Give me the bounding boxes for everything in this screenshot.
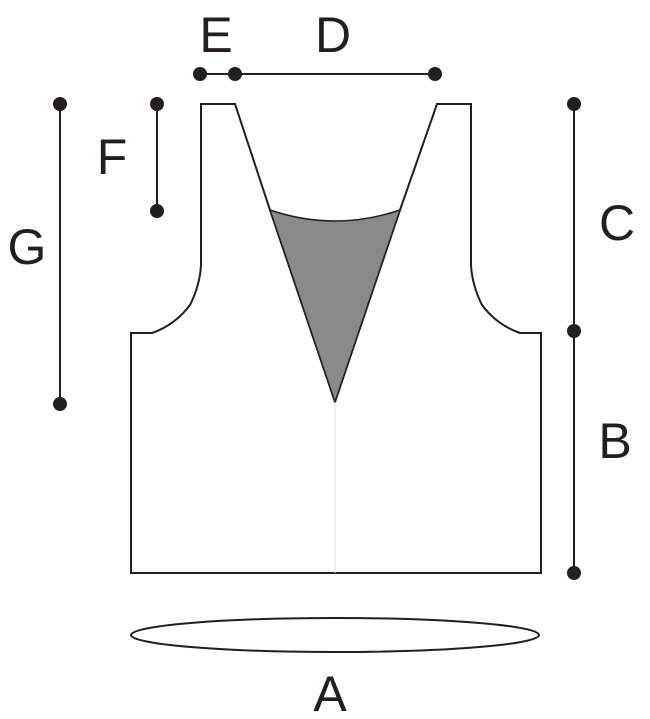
dot-c-top (567, 97, 581, 111)
label-f: F (97, 129, 128, 185)
neckline-shaded-area (268, 208, 402, 405)
label-g: G (8, 219, 47, 275)
dot-e-end (228, 67, 242, 81)
label-e: E (199, 7, 232, 63)
dot-e-start (193, 67, 207, 81)
dot-g-bottom (53, 397, 67, 411)
label-d: D (315, 7, 351, 63)
label-a: A (313, 666, 347, 719)
dot-g-top (53, 97, 67, 111)
label-c: C (599, 195, 635, 251)
dot-d-end (428, 67, 442, 81)
label-b: B (598, 413, 631, 469)
dot-f-top (150, 97, 164, 111)
dot-c-b-mid (567, 324, 581, 338)
dot-f-bottom (150, 204, 164, 218)
measure-ellipse-a (130, 617, 540, 653)
dot-b-bottom (567, 566, 581, 580)
